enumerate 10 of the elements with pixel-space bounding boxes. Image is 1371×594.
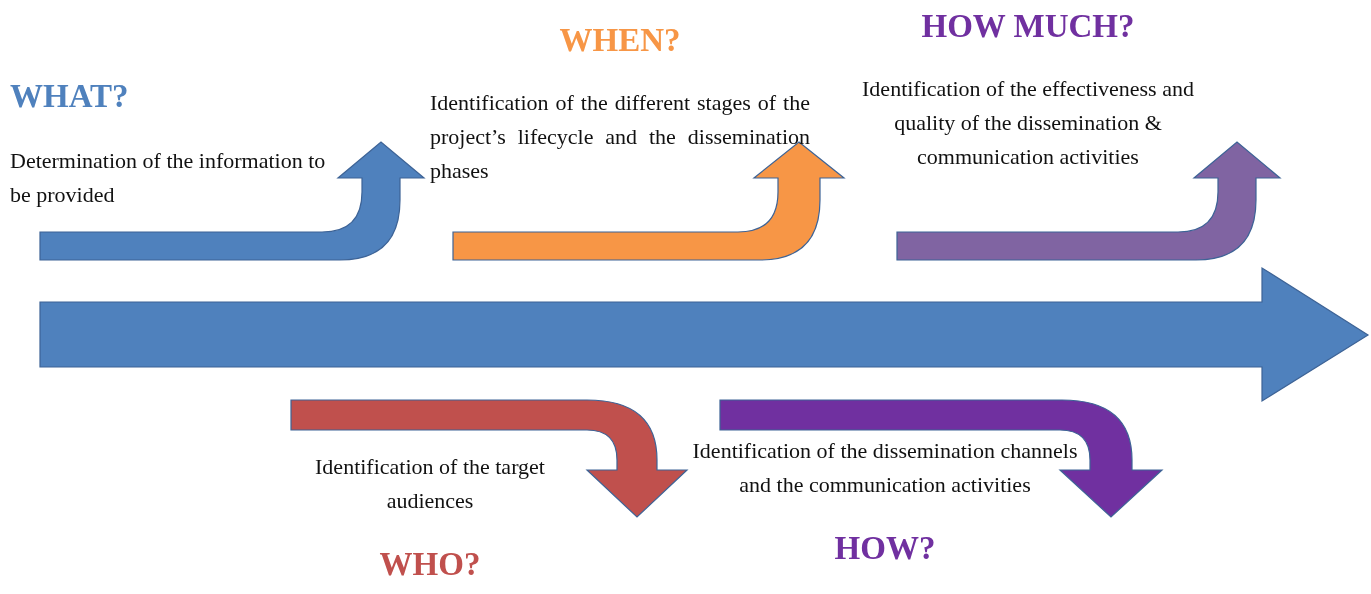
description-text: Identification of the effectiveness and quality of the dissemination & communication activities [861,75,1195,171]
description-text: Determination of the information to be provided [10,147,327,209]
heading: WHEN? [558,21,682,60]
heading: WHO? [378,545,482,584]
description-text: Identification of the different stages of the project’s lifecycle and the dissemination phases [430,89,810,185]
description-text: Identification of the target audiences [314,453,546,515]
heading: WHAT? [10,77,130,116]
heading: HOW? [833,529,937,568]
description-text: Identification of the dissemination channels and the communication activities [691,437,1079,499]
heading: HOW MUCH? [920,7,1136,46]
